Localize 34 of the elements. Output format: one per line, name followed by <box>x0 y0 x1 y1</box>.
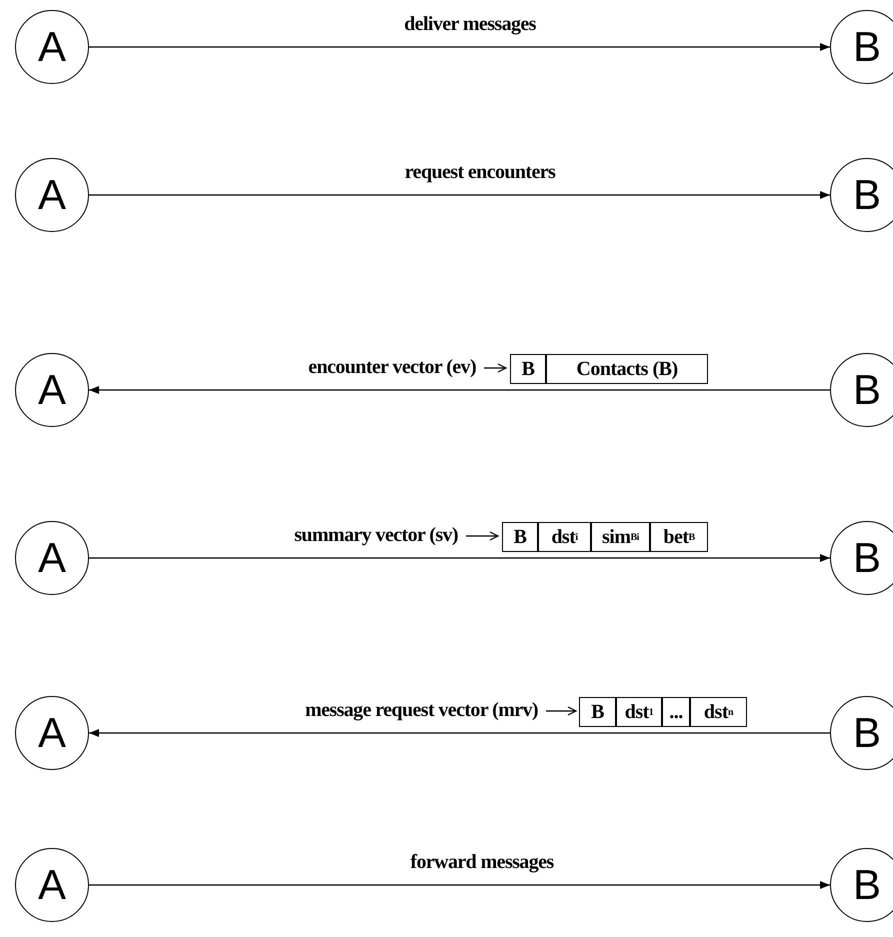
node-label: B <box>852 537 881 579</box>
edge-label: message request vector (mrv) <box>305 699 538 721</box>
edge-label: deliver messages <box>404 13 536 35</box>
vector-field: B <box>502 522 538 552</box>
vector-field: Contacts (B) <box>546 354 708 384</box>
node-label: A <box>38 537 66 579</box>
node-circle <box>830 10 893 84</box>
node-label: A <box>38 712 66 754</box>
node-circle <box>830 158 893 232</box>
node-label: A <box>38 369 66 411</box>
vector-field: B <box>579 697 616 727</box>
node-label: A <box>38 174 66 216</box>
node-circle <box>830 848 893 922</box>
node-label: A <box>38 26 66 68</box>
arrow <box>89 191 830 199</box>
node-label: B <box>852 174 881 216</box>
edge-label: forward messages <box>410 851 554 873</box>
vector-field: B <box>510 354 546 384</box>
node-label: B <box>852 864 881 906</box>
arrow <box>89 554 830 562</box>
vector-field: ... <box>662 697 690 727</box>
node-label: B <box>852 26 881 68</box>
node-label: A <box>38 864 66 906</box>
node-circle <box>830 696 893 770</box>
arrow <box>89 43 830 51</box>
arrow <box>89 881 830 889</box>
edge-label: encounter vector (ev) <box>308 356 476 378</box>
edge-label: summary vector (sv) <box>294 524 458 546</box>
node-label: B <box>852 712 881 754</box>
arrow <box>89 729 830 737</box>
node-circle <box>830 353 893 427</box>
node-label: B <box>852 369 881 411</box>
node-circle <box>830 521 893 595</box>
arrow <box>89 386 830 394</box>
